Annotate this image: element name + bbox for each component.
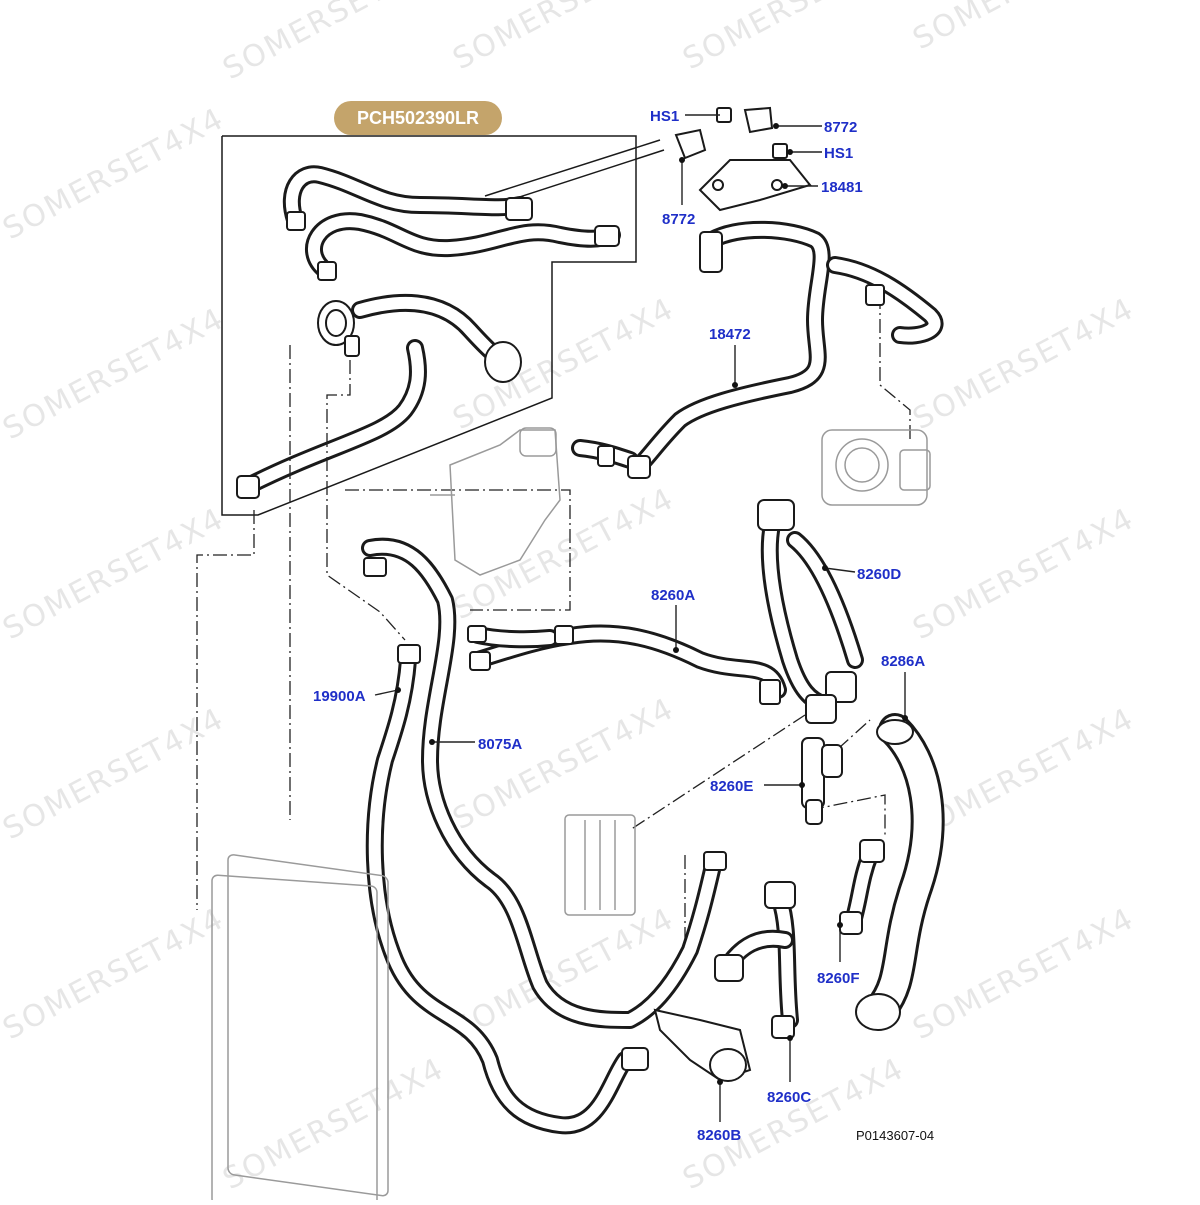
hose-8260BC xyxy=(653,881,799,1082)
watermark-text: SOMERSET4X4 xyxy=(0,901,230,1047)
callout-19900A: 19900A xyxy=(313,688,366,705)
watermark-text: SOMERSET4X4 xyxy=(447,291,680,437)
callout-8260F: 8260F xyxy=(817,970,860,987)
callout-8260B: 8260B xyxy=(697,1127,741,1144)
hose-19900A xyxy=(365,644,649,1135)
hose-8075A xyxy=(361,537,727,1029)
watermark-text: SOMERSET4X4 xyxy=(907,291,1140,437)
bracket-assembly xyxy=(674,106,812,212)
hose-8260F xyxy=(839,839,885,935)
callout-18472: 18472 xyxy=(709,326,751,343)
callout-8260A: 8260A xyxy=(651,587,695,604)
callout-labels: HS1 8772 HS1 18481 8772 18472 8260D 8260… xyxy=(313,108,934,1144)
expansion-tank xyxy=(430,427,561,576)
watermark-text: SOMERSET4X4 xyxy=(447,901,680,1047)
callout-8772-left: 8772 xyxy=(662,211,695,228)
callout-hs1-left: HS1 xyxy=(650,108,679,125)
callout-8286A: 8286A xyxy=(881,653,925,670)
hose-18472 xyxy=(571,220,944,479)
watermark-text: SOMERSET4X4 xyxy=(907,501,1140,647)
watermark-text: SOMERSET4X4 xyxy=(907,901,1140,1047)
watermark-text: SOMERSET4X4 xyxy=(447,691,680,837)
watermark-text: SOMERSET4X4 xyxy=(0,101,230,247)
callout-8260E: 8260E xyxy=(710,778,753,795)
callout-8260C: 8260C xyxy=(767,1089,811,1106)
oil-cooler xyxy=(564,814,636,916)
watermark-text: SOMERSET4X4 xyxy=(677,0,910,77)
watermark-text: SOMERSET4X4 xyxy=(0,701,230,847)
pipe-8260E xyxy=(801,737,843,825)
callout-8260D: 8260D xyxy=(857,566,901,583)
watermark-text: SOMERSET4X4 xyxy=(217,0,450,87)
throttle-body xyxy=(821,429,931,506)
watermark-text: SOMERSET4X4 xyxy=(0,301,230,447)
callout-hs1-right: HS1 xyxy=(824,145,853,162)
hose-8260D xyxy=(757,499,864,724)
reference-code: P0143607-04 xyxy=(856,1128,934,1143)
leaders xyxy=(374,114,908,1122)
callout-18481: 18481 xyxy=(821,179,863,196)
kit-part-badge[interactable]: PCH502390LR xyxy=(334,101,502,135)
watermark-text: SOMERSET4X4 xyxy=(447,481,680,627)
hose-8260A xyxy=(467,624,787,705)
kit-hoses xyxy=(236,165,621,499)
callout-8772-right: 8772 xyxy=(824,119,857,136)
watermark-text: SOMERSET4X4 xyxy=(447,0,680,77)
kit-frame xyxy=(221,135,665,516)
hose-8286A xyxy=(855,713,945,1031)
watermark-text: SOMERSET4X4 xyxy=(0,501,230,647)
assembly-lines xyxy=(196,295,911,945)
callout-8075A: 8075A xyxy=(478,736,522,753)
radiator xyxy=(211,854,389,1205)
watermark-text: SOMERSET4X4 xyxy=(907,0,1140,57)
watermark-text: SOMERSET4X4 xyxy=(217,1051,450,1197)
